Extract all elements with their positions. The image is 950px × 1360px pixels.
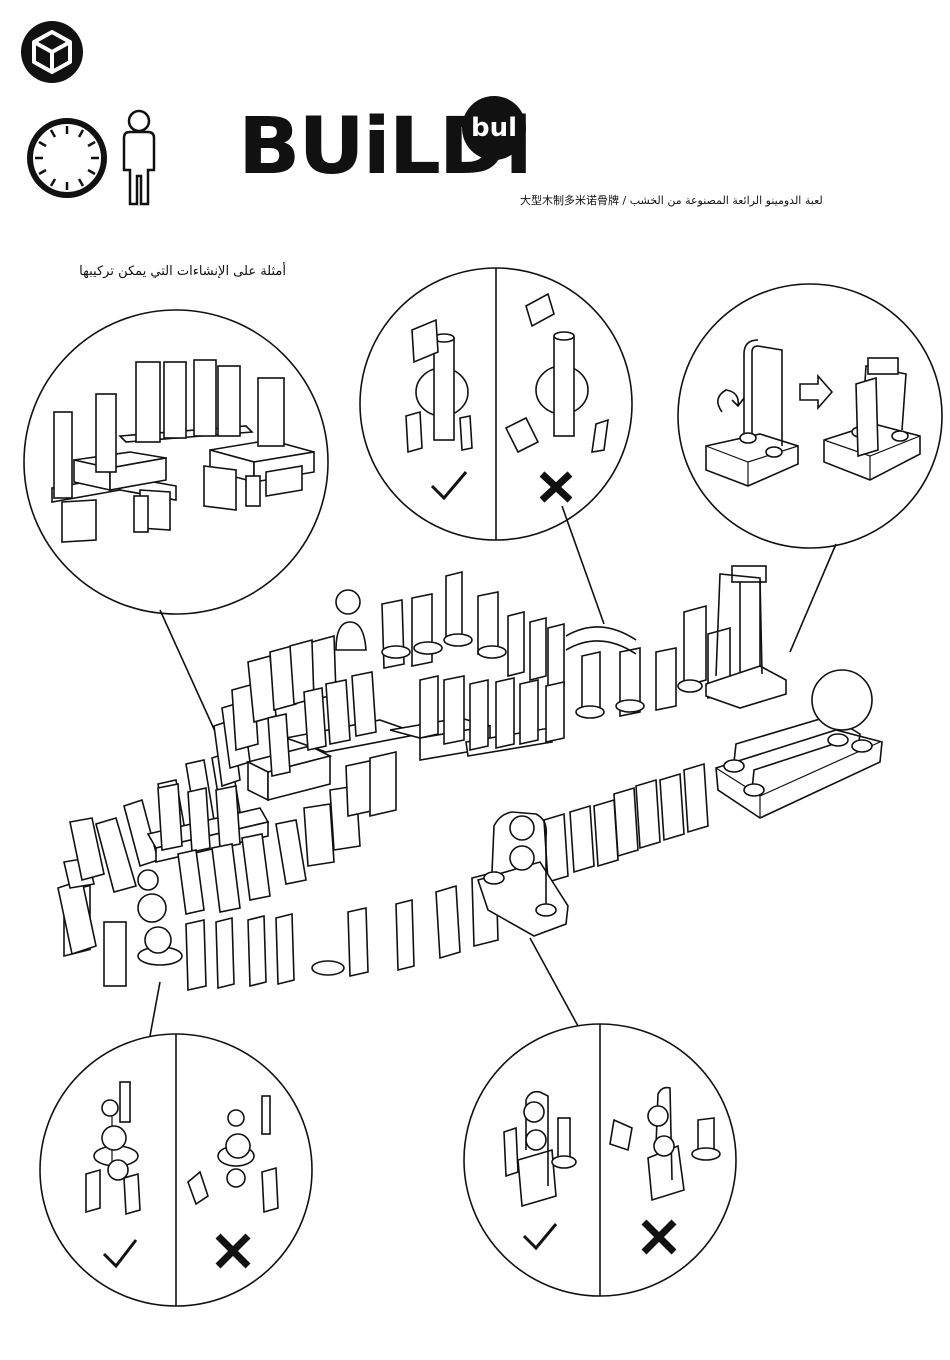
domino-track-scene <box>58 566 882 990</box>
clock-icon <box>30 121 104 195</box>
double-ball-stand-callout <box>464 938 736 1296</box>
bridge-rotation-callout <box>678 284 942 652</box>
cube-icon <box>21 21 83 83</box>
person-icon <box>124 111 154 204</box>
column-placement-callout <box>360 268 632 624</box>
ball-stand-callout <box>40 982 312 1306</box>
